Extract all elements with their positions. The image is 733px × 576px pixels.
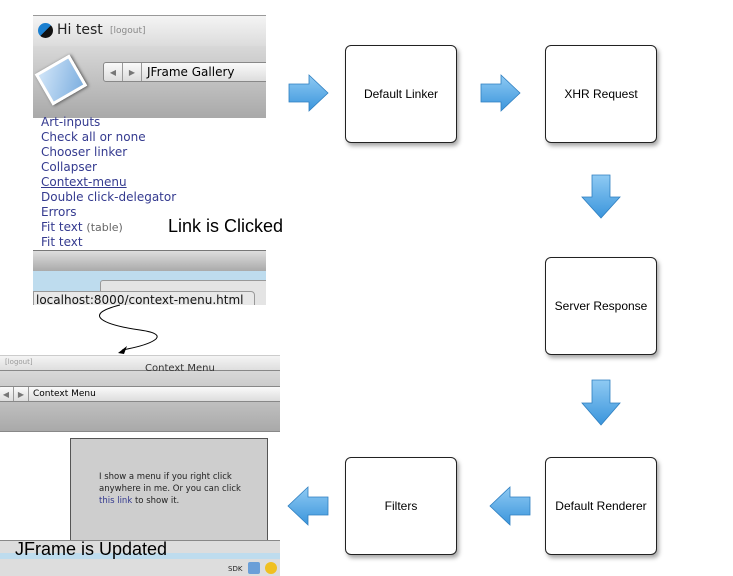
footer-bar [33, 250, 266, 271]
content-link[interactable]: this link [99, 496, 133, 506]
step-server-response: Server Response [545, 257, 657, 355]
step-default-linker: Default Linker [345, 45, 457, 143]
content-text: I show a menu if you right click anywher… [99, 472, 241, 494]
dock-app-icon[interactable] [248, 562, 260, 574]
toolbar: ◀ ▶ JFrame Gallery [33, 46, 266, 118]
title-bar: [logout] [0, 355, 280, 371]
list-item[interactable]: Art-inputs [41, 115, 101, 129]
caption-jframe-updated: JFrame is Updated [15, 539, 168, 559]
list-item-suffix: (table) [86, 221, 123, 234]
arrow-left-icon [489, 486, 531, 526]
nav-bar: ◀ ▶ Context Menu [0, 386, 280, 402]
list-item[interactable]: Double click-delegator [41, 190, 177, 204]
step-default-renderer: Default Renderer [545, 457, 657, 555]
content-tail: to show it. [134, 496, 180, 506]
status-url: localhost:8000/context-menu.html [33, 291, 255, 305]
window-title: Context Menu [145, 363, 215, 374]
footer: SDK [0, 540, 280, 576]
list-item[interactable]: Check all or none [41, 130, 146, 144]
caption-link-clicked: Link is Clicked [168, 216, 284, 236]
toolbar: Context Menu ◀ ▶ Context Menu [0, 363, 280, 432]
arrow-down-icon [581, 174, 621, 219]
list-item[interactable]: Chooser linker [41, 145, 128, 159]
list-item[interactable]: Fit text (table) [41, 220, 176, 235]
arrow-left-icon [287, 486, 329, 526]
nav-title: JFrame Gallery [147, 65, 235, 79]
title-bar: Hi test [logout] [33, 15, 266, 47]
list-item[interactable]: Errors [41, 205, 77, 219]
nav-bar: ◀ ▶ JFrame Gallery [103, 62, 266, 82]
list-item[interactable]: Context-menu [41, 175, 127, 189]
back-button[interactable]: ◀ [104, 63, 123, 81]
back-button[interactable]: ◀ [0, 387, 14, 401]
gallery-icon [34, 54, 88, 106]
list-item-label: Fit text [41, 220, 83, 234]
arrow-right-icon [480, 74, 521, 112]
logo-icon [38, 23, 53, 38]
arrow-right-icon [288, 74, 329, 112]
step-filters: Filters [345, 457, 457, 555]
logout-link[interactable]: [logout] [110, 26, 146, 36]
step-xhr-request: XHR Request [545, 45, 657, 143]
dock-sdk[interactable]: SDK [228, 565, 243, 573]
arrow-down-icon [581, 379, 621, 426]
forward-button[interactable]: ▶ [14, 387, 29, 401]
list-item[interactable]: Fit text [41, 235, 83, 249]
list-item[interactable]: Collapser [41, 160, 97, 174]
dock-gear-icon[interactable] [265, 562, 277, 574]
nav-title: Context Menu [33, 389, 96, 399]
gallery-list: Art-inputs Check all or none Chooser lin… [41, 115, 176, 250]
top-jframe-screenshot: Hi test [logout] ◀ ▶ JFrame Gallery Art-… [33, 15, 266, 305]
greeting: Hi test [57, 22, 103, 38]
logout-link[interactable]: [logout] [5, 358, 33, 366]
curved-arrow [99, 304, 158, 354]
bottom-jframe-screenshot: [logout] Context Menu ◀ ▶ Context Menu I… [0, 355, 280, 576]
forward-button[interactable]: ▶ [123, 63, 142, 81]
